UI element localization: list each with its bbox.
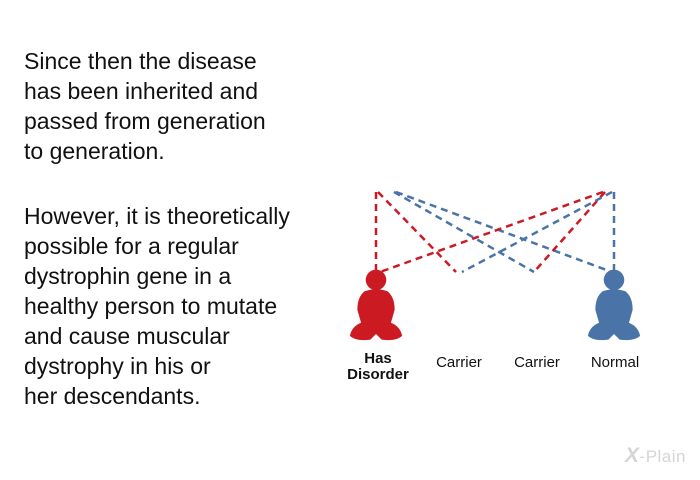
line-father-red-to-child-3 xyxy=(533,191,606,273)
line-mother-blue-to-child-4 xyxy=(395,190,613,274)
line-mother-red-to-child-2 xyxy=(377,191,457,273)
child-has-disorder-figure xyxy=(349,269,403,341)
carrier-mother-figure xyxy=(332,78,438,195)
child-label-has-disorder: Has Disorder xyxy=(333,351,423,383)
child-label-carrier-2: Carrier xyxy=(514,354,560,371)
logo-mark: X xyxy=(625,444,640,467)
line-father-blue-to-child-2 xyxy=(461,190,613,274)
label-line-2: Disorder xyxy=(347,366,409,383)
label-line-1: Has xyxy=(364,350,392,367)
line-father-red-to-child-1 xyxy=(379,190,604,274)
explanation-paragraph: However, it is theoretically possible fo… xyxy=(24,203,290,409)
carrier-father-figure xyxy=(563,90,657,193)
logo-text: -Plain xyxy=(639,447,686,466)
inheritance-lines xyxy=(374,190,616,274)
child-label-normal: Normal xyxy=(590,354,640,371)
child-normal-figure xyxy=(587,269,641,341)
xplain-logo: X-Plain xyxy=(625,444,686,468)
child-label-carrier-1: Carrier xyxy=(436,354,482,371)
intro-paragraph: Since then the disease has been inherite… xyxy=(24,48,266,164)
line-mother-blue-to-child-3 xyxy=(393,190,535,274)
child-carrier-figure-2 xyxy=(509,269,563,341)
child-carrier-figure-1 xyxy=(431,269,485,341)
